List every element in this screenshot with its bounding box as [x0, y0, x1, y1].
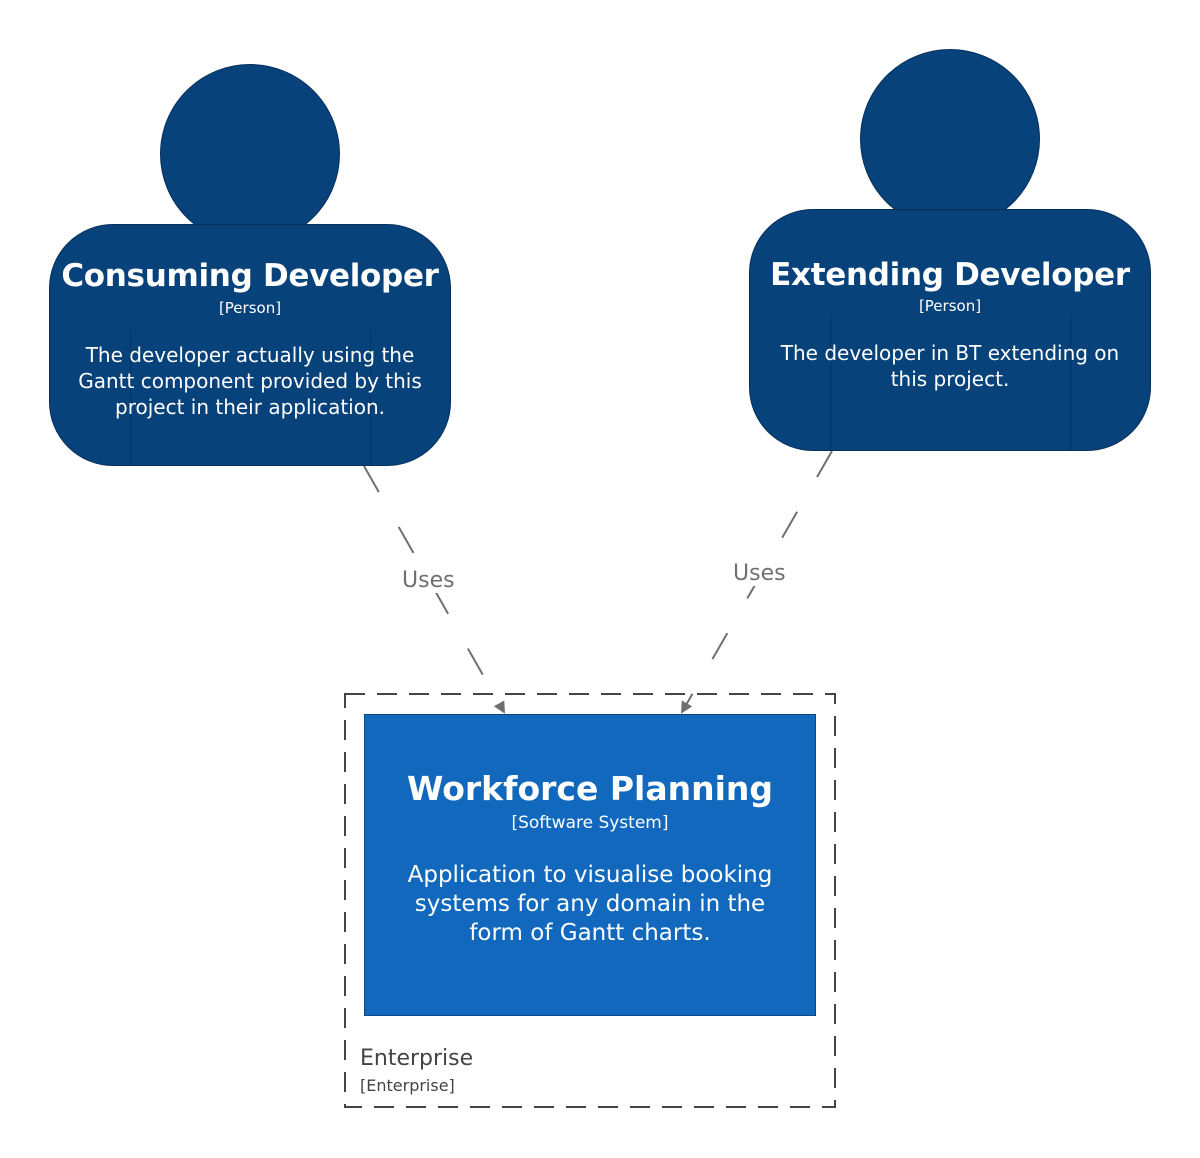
person-type: [Person] [918, 297, 982, 315]
person-name: Extending Developer [770, 257, 1130, 293]
body-divider-right [1070, 315, 1071, 450]
boundary-type: [Enterprise] [360, 1076, 455, 1095]
system-type: [Software System] [511, 813, 669, 833]
body-divider-left [130, 330, 131, 465]
person-description: The developer actually using the Gantt c… [78, 343, 422, 419]
system-description: Application to visualise booking systems… [407, 862, 773, 946]
system-name: Workforce Planning [406, 769, 774, 808]
person-body-card: Consuming Developer [Person] The develop… [49, 224, 451, 466]
boundary-name: Enterprise [360, 1046, 474, 1071]
person-head-icon [860, 49, 1040, 229]
body-divider-left [830, 315, 831, 450]
person-head-icon [160, 64, 340, 244]
edge-label-consuming: Uses [398, 568, 459, 593]
person-type: [Person] [218, 299, 282, 317]
body-divider-right [370, 330, 371, 465]
person-name: Consuming Developer [61, 258, 439, 294]
person-body-card: Extending Developer [Person] The develop… [749, 209, 1151, 451]
person-description: The developer in BT extending on this pr… [780, 341, 1120, 391]
software-system-workforce-planning[interactable]: Workforce Planning [Software System] App… [364, 714, 816, 1016]
edge-label-extending: Uses [729, 561, 790, 586]
